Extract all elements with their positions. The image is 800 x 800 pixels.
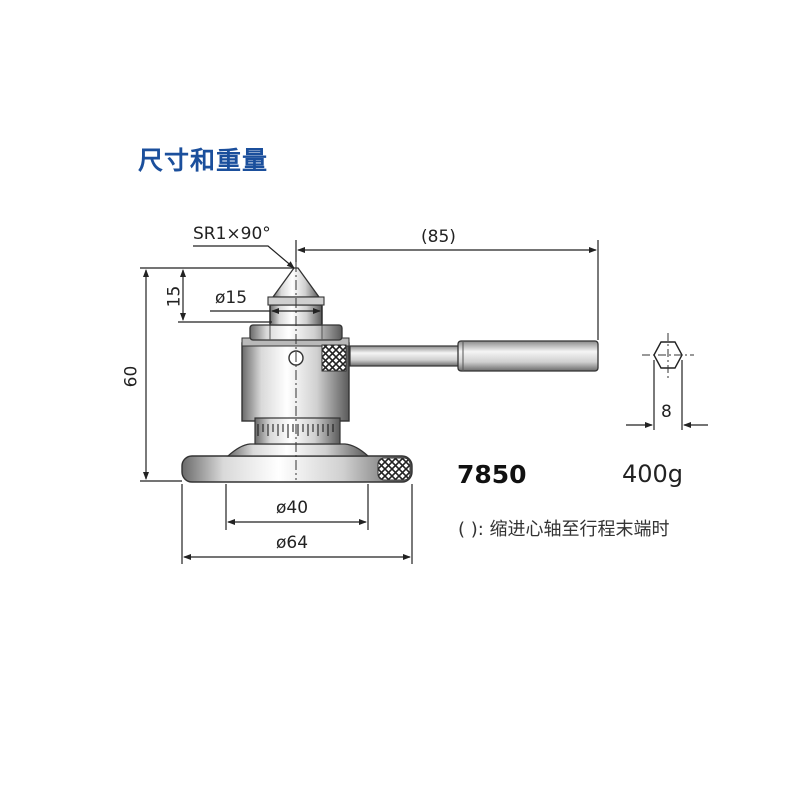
inner-diameter-label: ø40 <box>276 498 309 518</box>
tip-diameter-label: ø15 <box>215 288 248 308</box>
hex-width-label: 8 <box>661 402 672 422</box>
weight-value: 400g <box>622 460 684 488</box>
main-body <box>241 337 350 445</box>
handle <box>349 340 599 372</box>
total-height-label: 60 <box>121 365 142 388</box>
base-plate <box>181 443 413 483</box>
hex-section-view <box>626 333 708 430</box>
tip-radius-label: SR1×90° <box>193 224 271 244</box>
page-title: 尺寸和重量 <box>138 146 269 175</box>
footnote: ( ): 缩进心轴至行程末端时 <box>458 519 670 540</box>
model-number: 7850 <box>457 460 527 489</box>
base-diameter-label: ø64 <box>276 533 309 553</box>
handle-length-label: (85) <box>421 227 456 247</box>
dimension-lines <box>140 240 599 564</box>
tip-height-label: 15 <box>164 285 185 308</box>
